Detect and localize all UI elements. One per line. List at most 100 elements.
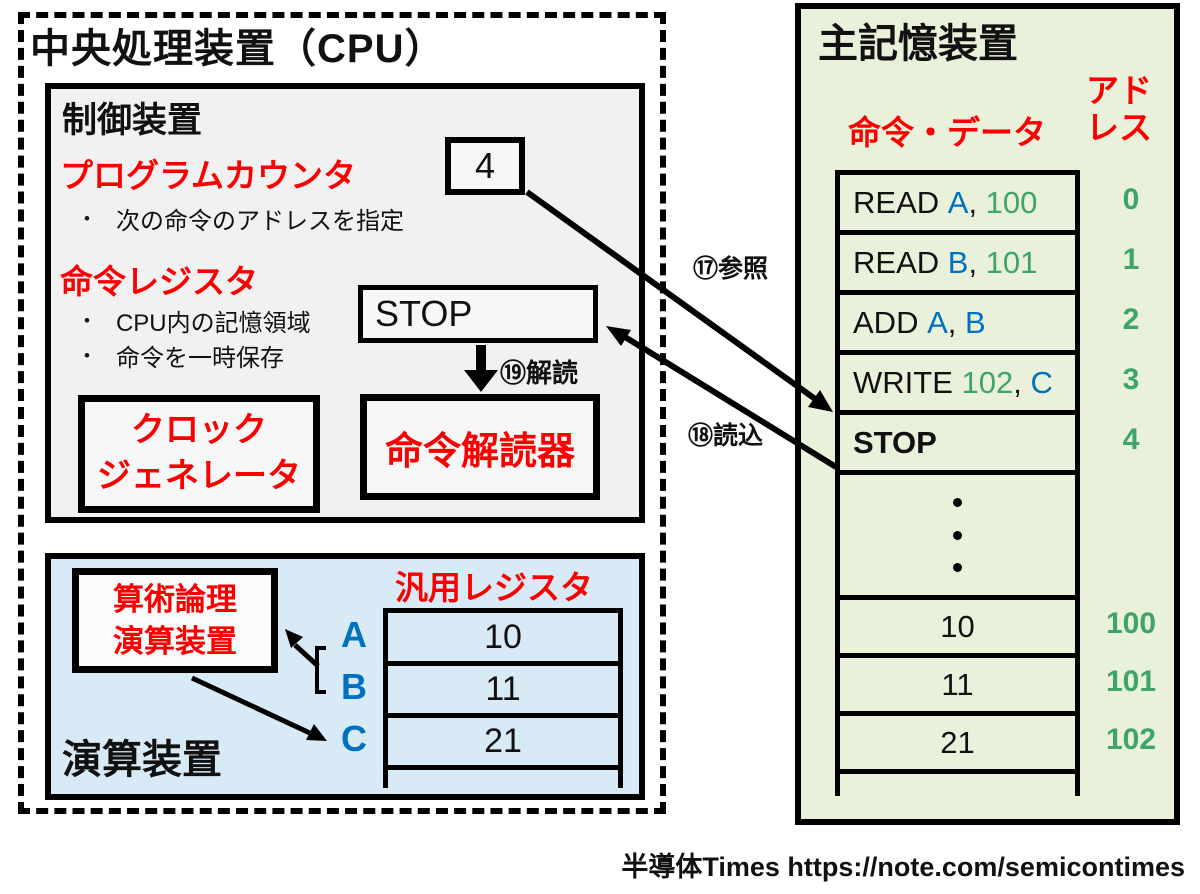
- alu-line2: 演算装置: [113, 623, 237, 659]
- load-arrow-label: ⑱読込: [688, 422, 764, 450]
- instruction-segment: B: [947, 244, 969, 280]
- bullet-text: CPU内の記憶領域: [115, 310, 311, 337]
- bullet-item: •CPU内の記憶領域: [70, 303, 311, 338]
- memory-row: 21: [840, 716, 1075, 774]
- instruction-segment: 21: [940, 724, 975, 760]
- footer-credit: 半導体Times https://note.com/semicontimes: [621, 852, 1185, 882]
- instruction-segment: ADD: [853, 304, 928, 340]
- instruction-segment: ,: [1013, 364, 1031, 400]
- memory-row: WRITE 102, C: [840, 355, 1075, 415]
- instruction-register-value-box: STOP: [358, 285, 598, 343]
- instruction-segment: 10: [940, 608, 975, 644]
- alu-line1: 算術論理: [113, 581, 237, 617]
- instruction-segment: 101: [985, 244, 1038, 280]
- clock-generator-line1: クロック: [131, 411, 267, 450]
- arithmetic-unit-box: [45, 553, 645, 800]
- register-name: A: [341, 613, 367, 655]
- memory-address-value: 3: [1122, 363, 1140, 396]
- clock-generator-box: クロック ジェネレータ: [78, 395, 320, 513]
- memory-row: STOP: [840, 415, 1075, 475]
- instruction-register-label: 命令レジスタ: [60, 263, 258, 300]
- instruction-segment: STOP: [853, 424, 937, 460]
- bullet-item: • 命令を一時保存: [70, 338, 311, 373]
- memory-address-value: 0: [1122, 183, 1140, 216]
- instruction-register-value: STOP: [375, 293, 473, 334]
- instruction-segment: 100: [985, 184, 1038, 220]
- alu-input-arrow-line: [293, 643, 320, 668]
- alu-input-arrow-head: [285, 629, 303, 648]
- memory-row: 10: [840, 600, 1075, 658]
- instruction-segment: ,: [968, 184, 986, 220]
- control-unit-title: 制御装置: [62, 101, 203, 140]
- program-counter-label: プログラムカウンタ: [60, 157, 357, 194]
- memory-address-column-header: アド レス: [1086, 72, 1152, 147]
- register-input-bracket: [315, 646, 326, 694]
- register-row: 21: [388, 718, 618, 770]
- refer-arrow-label: ⑰参照: [693, 255, 769, 283]
- bullet-dot-icon: •: [84, 345, 90, 365]
- alu-box: 算術論理 演算装置: [72, 568, 278, 673]
- instruction-segment: 11: [941, 666, 974, 702]
- bullet-item: • 次の命令のアドレスを指定: [70, 201, 404, 236]
- register-name: B: [341, 666, 367, 707]
- memory-address-value: 2: [1122, 303, 1140, 336]
- bullet-text: 次の命令のアドレスを指定: [115, 208, 404, 235]
- instruction-decoder-label: 命令解読器: [384, 430, 575, 473]
- clock-generator-line2: ジェネレータ: [97, 457, 301, 495]
- instruction-segment: READ: [853, 184, 948, 220]
- ellipsis-dot-icon: [953, 562, 962, 572]
- alu-output-arrow-head: [306, 724, 327, 741]
- instruction-segment: WRITE: [853, 364, 962, 400]
- register-name: C: [341, 718, 367, 759]
- register-row: 10: [388, 613, 618, 666]
- instruction-segment: READ: [853, 244, 948, 280]
- cpu-dashed-border: [18, 12, 666, 814]
- refer-arrow-head: [808, 390, 833, 412]
- memory-address-header-line1: アド: [1086, 72, 1152, 109]
- decode-arrow-head: [464, 370, 498, 392]
- memory-row: 11: [840, 658, 1075, 716]
- ellipsis-dot-icon: [953, 530, 962, 540]
- instruction-segment: C: [1030, 364, 1053, 400]
- memory-address-value: 101: [1105, 665, 1157, 698]
- instruction-segment: B: [965, 304, 986, 340]
- decode-arrow-label: ⑲解読: [500, 358, 579, 388]
- memory-instruction-column-header: 命令・データ: [848, 114, 1046, 151]
- ellipsis-dot-icon: [953, 498, 962, 508]
- arithmetic-unit-title: 演算装置: [62, 738, 222, 782]
- memory-address-value: 1: [1122, 243, 1140, 276]
- program-counter-value-box: 4: [445, 137, 525, 195]
- memory-address-value: [1085, 470, 1177, 595]
- load-arrow-head: [606, 326, 631, 346]
- bullet-text: 命令を一時保存: [115, 345, 284, 372]
- memory-box: [795, 3, 1180, 825]
- alu-output-arrow-line: [190, 675, 314, 737]
- memory-row: READ B, 101: [840, 235, 1075, 295]
- instruction-segment: ,: [947, 304, 965, 340]
- general-register-label: 汎用レジスタ: [395, 569, 593, 606]
- memory-ellipsis-row: [840, 475, 1075, 600]
- memory-address-value: 100: [1105, 607, 1157, 640]
- instruction-decoder-box: 命令解読器: [360, 394, 600, 500]
- memory-address-header-line2: レス: [1086, 108, 1152, 146]
- instruction-segment: ,: [968, 244, 986, 280]
- cpu-title: 中央処理装置（CPU）: [30, 27, 446, 71]
- instruction-segment: A: [947, 184, 969, 220]
- memory-row: ADD A, B: [840, 295, 1075, 355]
- memory-address-value: 102: [1105, 723, 1157, 756]
- register-row: 11: [388, 666, 618, 718]
- program-counter-bullet-list: • 次の命令のアドレスを指定: [70, 201, 404, 236]
- program-counter-value: 4: [474, 145, 496, 186]
- bullet-dot-icon: •: [84, 208, 90, 228]
- refer-arrow-line: [525, 189, 820, 404]
- memory-row: READ A, 100: [840, 175, 1075, 235]
